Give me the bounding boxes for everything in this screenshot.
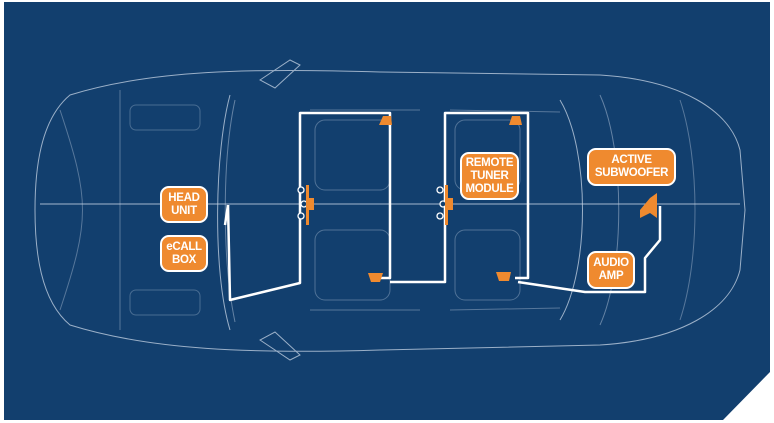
label-line: HEAD (168, 191, 200, 204)
label-line: UNIT (171, 204, 197, 217)
door-speaker-icon (306, 185, 314, 225)
label-line: BOX (171, 253, 197, 266)
door-speaker-icon (445, 185, 453, 225)
label-line: REMOTE (465, 156, 514, 169)
front-right-speaker-icon (368, 273, 383, 282)
label-line: MODULE (465, 182, 514, 195)
audio-amp-label: AUDIO AMP (587, 251, 635, 289)
label-line: TUNER (470, 169, 509, 182)
active-subwoofer-label: ACTIVE SUBWOOFER (587, 148, 676, 186)
label-line: SUBWOOFER (594, 167, 669, 179)
rear-right-speaker-icon (496, 272, 511, 281)
label-line: ACTIVE (611, 154, 652, 166)
head-unit-label: HEAD UNIT (160, 186, 208, 223)
ecall-box-label: eCALL BOX (160, 235, 208, 272)
connectors (297, 186, 447, 220)
wiring (223, 111, 662, 302)
remote-tuner-module-label: REMOTE TUNER MODULE (460, 152, 519, 200)
label-line: eCALL (166, 240, 202, 253)
background-panel (4, 2, 770, 420)
front-left-speaker-icon (379, 116, 392, 125)
rear-left-speaker-icon (509, 116, 522, 125)
subwoofer-speaker-icon (640, 193, 657, 218)
label-line: AMP (598, 270, 624, 282)
label-line: AUDIO (593, 257, 629, 269)
